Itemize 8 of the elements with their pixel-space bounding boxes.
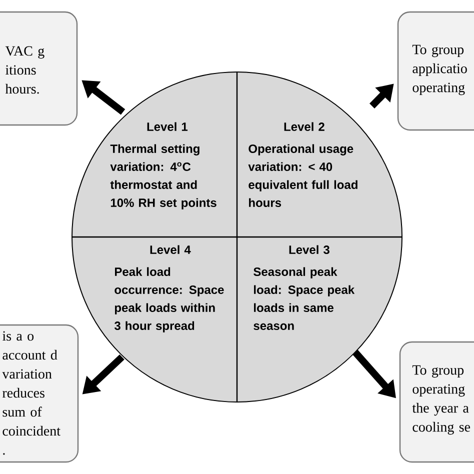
text-box: VAC g itions hours. — [0, 11, 78, 126]
quadrant-sector: Level 3 Seasonal peak load: Space peak loads in same season — [237, 237, 402, 402]
quadrant-sector: Level 1 Thermal setting variation: 4$^{o}$C thermostat and 10% RH set points — [72, 72, 237, 237]
text-box: To group applicatio operating — [397, 11, 474, 131]
quadrant-sector: Level 4 Peak load occurrence: Space peak loads within 3 hour spread — [72, 237, 237, 402]
quadrant-sector: Level 2 Operational usage variation: < 40 equivalent full load hours — [237, 72, 402, 237]
text-box: To group operating the year a cooling se — [399, 341, 474, 463]
text-box: is a o account d variation reduces sum of coincident . — [0, 324, 79, 463]
